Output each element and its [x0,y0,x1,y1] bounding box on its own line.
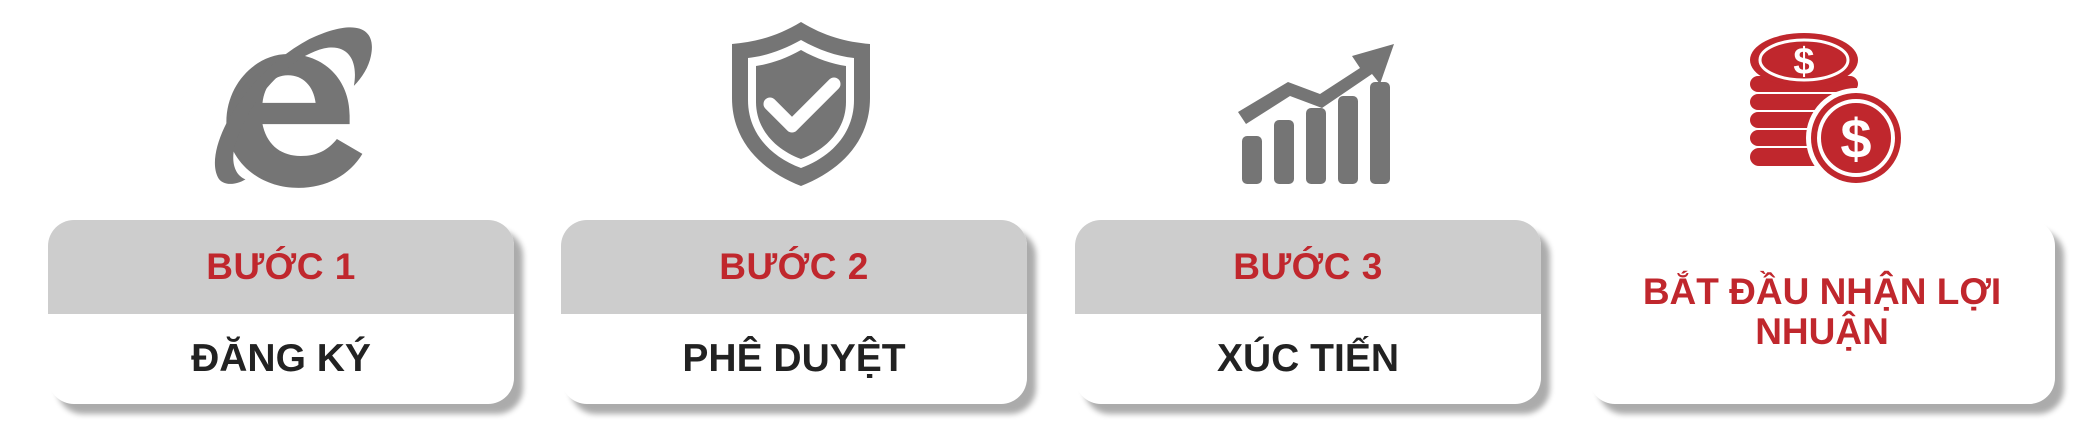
internet-explorer-icon [48,10,528,190]
step-1: BƯỚC 1 ĐĂNG KÝ [48,0,528,440]
step-1-card: BƯỚC 1 ĐĂNG KÝ [48,220,514,404]
step-3-title: XÚC TIẾN [1216,337,1399,380]
step-2-title: PHÊ DUYỆT [682,337,906,380]
step-2: BƯỚC 2 PHÊ DUYỆT [561,0,1041,440]
step-2-card: BƯỚC 2 PHÊ DUYỆT [561,220,1027,404]
step-3-label: BƯỚC 3 [1233,246,1383,287]
step-1-label: BƯỚC 1 [206,246,356,287]
step-3-body: XÚC TIẾN [1075,314,1541,404]
step-1-title: ĐĂNG KÝ [191,337,371,380]
step-3: BƯỚC 3 XÚC TIẾN [1075,0,1555,440]
svg-text:$: $ [1840,107,1871,170]
step-1-body: ĐĂNG KÝ [48,314,514,404]
final-step-title: BẮT ĐẦU NHẬN LỢI NHUẬN [1642,271,2002,352]
final-step-card: BẮT ĐẦU NHẬN LỢI NHUẬN [1589,220,2055,404]
coin-stack-icon: $ $ [1589,10,2069,190]
shield-check-icon [561,10,1041,190]
svg-text:$: $ [1793,41,1814,83]
step-2-body: PHÊ DUYỆT [561,314,1027,404]
step-3-header: BƯỚC 3 [1075,220,1541,314]
step-2-header: BƯỚC 2 [561,220,1027,314]
step-1-header: BƯỚC 1 [48,220,514,314]
growth-chart-icon [1075,10,1555,190]
step-2-label: BƯỚC 2 [719,246,869,287]
step-3-card: BƯỚC 3 XÚC TIẾN [1075,220,1541,404]
final-step: $ $ BẮT ĐẦU NHẬN LỢI NHUẬN [1589,0,2069,440]
